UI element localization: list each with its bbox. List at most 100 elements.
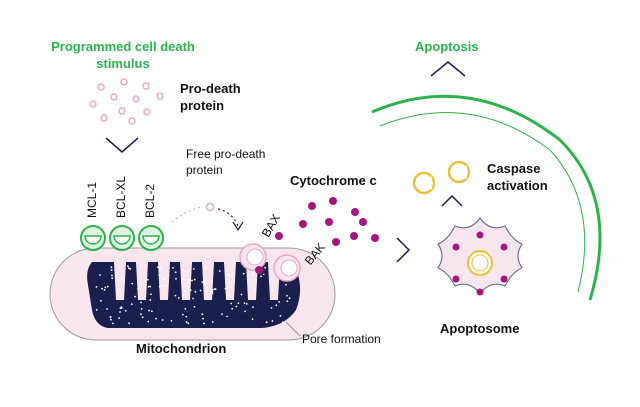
cristae-speckle xyxy=(243,302,246,304)
cristae-speckle xyxy=(264,266,267,269)
cristae-speckle xyxy=(211,321,214,323)
apoptosome xyxy=(437,216,523,296)
cristae-speckle xyxy=(270,307,273,309)
cristae-speckle xyxy=(110,318,112,321)
pore-cytochrome-dot xyxy=(255,266,263,274)
cytochrome-c-label: Cytochrome c xyxy=(290,173,377,188)
cristae-speckle xyxy=(183,278,186,281)
pro-death-protein-cluster xyxy=(89,78,164,125)
caspase-left xyxy=(412,171,436,195)
cristae-speckle xyxy=(185,321,188,323)
cristae-speckle xyxy=(184,270,187,273)
cristae-speckle xyxy=(157,266,159,269)
cristae-speckle xyxy=(206,293,209,296)
cristae-speckle xyxy=(110,266,113,269)
cristae-speckle xyxy=(273,280,276,283)
bcl2-protein xyxy=(138,225,164,251)
cristae-speckle xyxy=(181,313,184,316)
cristae-speckle xyxy=(188,278,191,281)
cristae-speckle xyxy=(228,281,231,284)
cristae-speckle xyxy=(237,302,240,304)
cristae-speckle xyxy=(242,272,245,275)
cristae-speckle xyxy=(149,299,152,301)
cristae-speckle xyxy=(106,285,109,288)
cristae-speckle xyxy=(164,285,167,288)
cristae-speckle xyxy=(230,302,233,305)
bak-protein xyxy=(273,254,301,282)
cristae-speckle xyxy=(279,315,282,317)
cristae-speckle xyxy=(160,284,163,287)
cristae-speckle xyxy=(235,305,238,308)
cristae-speckle xyxy=(130,303,133,305)
cristae-speckle xyxy=(111,277,114,280)
cristae-speckle xyxy=(265,321,268,324)
cristae-speckle xyxy=(95,309,98,311)
stimulus-label: Programmed cell death stimulus xyxy=(51,39,195,71)
cristae-speckle xyxy=(288,297,291,300)
cristae-speckle xyxy=(271,320,274,322)
cristae-speckle xyxy=(271,289,274,291)
cristae-speckle xyxy=(158,274,161,277)
dotted-path-left xyxy=(171,206,203,223)
down-chevron-icon xyxy=(105,137,139,153)
cristae-speckle xyxy=(213,288,216,290)
cristae-speckle xyxy=(272,298,275,300)
cristae-speckle xyxy=(100,299,102,302)
cristae-speckle xyxy=(161,319,164,321)
cristae-speckle xyxy=(106,308,108,310)
cristae-speckle xyxy=(262,273,265,276)
cristae-speckle xyxy=(275,304,278,307)
cristae-speckle xyxy=(221,313,223,315)
cristae-speckle xyxy=(286,294,288,297)
cristae-speckle xyxy=(224,287,227,290)
cristae-speckle xyxy=(189,289,192,291)
cristae-speckle xyxy=(141,316,144,319)
mitochondrion-cristae xyxy=(87,262,301,328)
cristae-speckle xyxy=(117,279,119,282)
bclxl-protein xyxy=(109,225,135,251)
cristae-speckle xyxy=(124,309,127,312)
apoptosis-arc-outer xyxy=(371,94,602,301)
pore-formation-label: Pore formation xyxy=(302,332,381,346)
cristae-speckle xyxy=(252,306,254,308)
cristae-speckle xyxy=(118,317,120,319)
cristae-speckle xyxy=(202,317,204,320)
cristae-speckle xyxy=(137,287,139,290)
cristae-speckle xyxy=(147,320,150,323)
cristae-speckle xyxy=(187,322,190,325)
apoptosome-cytochrome-dots xyxy=(452,231,508,296)
right-chevron-icon xyxy=(396,237,411,263)
free-pro-death-protein-circle xyxy=(205,202,215,212)
cristae-speckle xyxy=(286,300,289,303)
cristae-speckle xyxy=(119,311,121,313)
mcl1-label: MCL-1 xyxy=(85,181,99,218)
apoptosome-label: Apoptosome xyxy=(440,321,520,336)
mitochondrion-label: Mitochondrion xyxy=(136,341,227,356)
cristae-speckle xyxy=(252,273,255,275)
cristae-speckle xyxy=(162,289,165,292)
apoptosis-label: Apoptosis xyxy=(415,39,479,54)
bcl2-label: BCL-2 xyxy=(143,183,157,218)
cristae-speckle xyxy=(201,281,204,284)
cristae-speckle xyxy=(101,287,103,290)
cristae-speckle xyxy=(194,290,197,293)
cristae-speckle xyxy=(226,315,229,318)
caspase-right xyxy=(447,160,471,184)
cristae-speckle xyxy=(244,310,247,313)
cristae-speckle xyxy=(184,308,187,310)
cristae-speckle xyxy=(218,270,221,272)
cristae-speckle xyxy=(149,285,152,288)
cristae-speckle xyxy=(184,290,187,293)
cristae-speckle xyxy=(163,278,165,281)
cristae-speckle xyxy=(225,269,228,272)
cristae-speckle xyxy=(110,269,113,271)
mcl1-protein xyxy=(80,225,106,251)
cristae-speckle xyxy=(192,297,195,300)
cristae-speckle xyxy=(205,266,207,269)
cristae-speckle xyxy=(174,271,177,274)
cristae-speckle xyxy=(251,318,254,320)
cristae-speckle xyxy=(148,309,151,312)
cristae-speckle xyxy=(121,278,124,280)
cristae-speckle xyxy=(285,283,287,286)
